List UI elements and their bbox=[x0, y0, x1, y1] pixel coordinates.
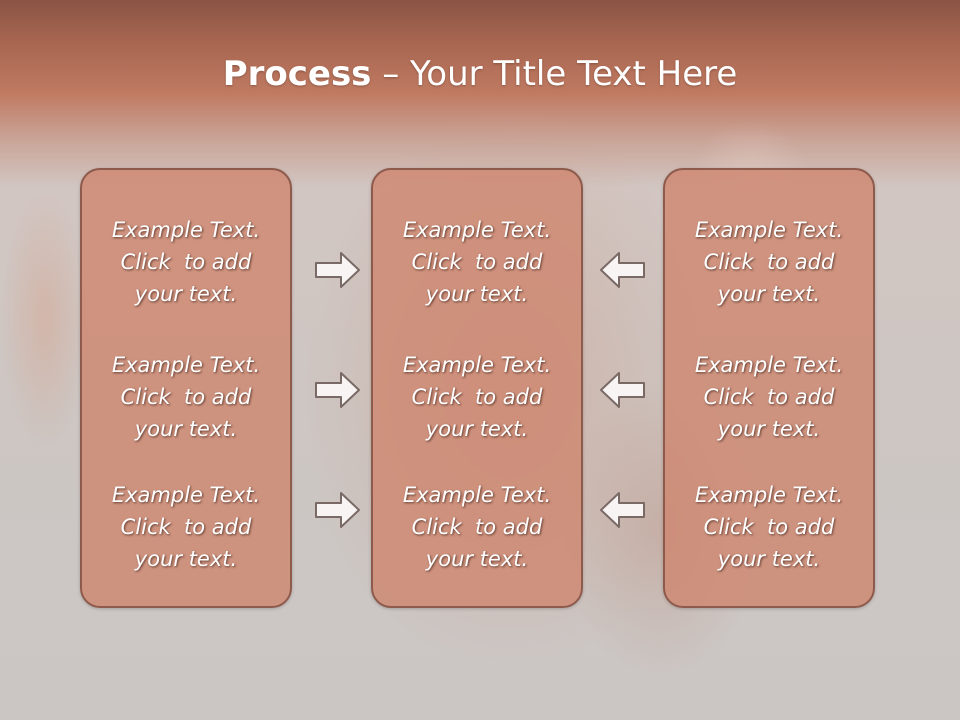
text-line: Example Text. bbox=[694, 483, 844, 507]
text-line: Click to add bbox=[411, 385, 543, 409]
text-line: your text. bbox=[425, 282, 529, 306]
left-arrow-icon[interactable] bbox=[598, 490, 646, 530]
text-placeholder[interactable]: Example Text. Click to add your text. bbox=[373, 479, 581, 575]
slide-title[interactable]: Process – Your Title Text Here bbox=[0, 52, 960, 96]
process-box-right[interactable]: Example Text. Click to add your text. Ex… bbox=[663, 168, 875, 608]
text-placeholder[interactable]: Example Text. Click to add your text. bbox=[665, 349, 873, 445]
text-placeholder[interactable]: Example Text. Click to add your text. bbox=[373, 349, 581, 445]
text-line: your text. bbox=[717, 282, 821, 306]
left-arrow-icon[interactable] bbox=[598, 370, 646, 410]
text-line: Click to add bbox=[120, 515, 252, 539]
text-line: Click to add bbox=[703, 515, 835, 539]
text-line: your text. bbox=[134, 547, 238, 571]
text-placeholder[interactable]: Example Text. Click to add your text. bbox=[82, 214, 290, 310]
text-line: your text. bbox=[717, 417, 821, 441]
text-line: Example Text. bbox=[402, 353, 552, 377]
text-placeholder[interactable]: Example Text. Click to add your text. bbox=[665, 479, 873, 575]
text-line: your text. bbox=[425, 417, 529, 441]
text-line: Example Text. bbox=[111, 483, 261, 507]
text-line: Click to add bbox=[411, 515, 543, 539]
text-line: Example Text. bbox=[111, 353, 261, 377]
process-box-left[interactable]: Example Text. Click to add your text. Ex… bbox=[80, 168, 292, 608]
text-line: Click to add bbox=[120, 385, 252, 409]
left-arrow-icon[interactable] bbox=[598, 250, 646, 290]
text-line: Example Text. bbox=[402, 218, 552, 242]
text-line: your text. bbox=[134, 417, 238, 441]
process-box-center[interactable]: Example Text. Click to add your text. Ex… bbox=[371, 168, 583, 608]
text-line: Click to add bbox=[703, 385, 835, 409]
text-line: your text. bbox=[717, 547, 821, 571]
text-line: Example Text. bbox=[694, 353, 844, 377]
text-line: Example Text. bbox=[402, 483, 552, 507]
text-placeholder[interactable]: Example Text. Click to add your text. bbox=[665, 214, 873, 310]
right-arrow-icon[interactable] bbox=[314, 250, 362, 290]
text-line: your text. bbox=[134, 282, 238, 306]
text-line: Example Text. bbox=[694, 218, 844, 242]
text-line: Example Text. bbox=[111, 218, 261, 242]
right-arrow-icon[interactable] bbox=[314, 370, 362, 410]
text-placeholder[interactable]: Example Text. Click to add your text. bbox=[82, 479, 290, 575]
text-placeholder[interactable]: Example Text. Click to add your text. bbox=[82, 349, 290, 445]
text-line: Click to add bbox=[703, 250, 835, 274]
title-bold-text: Process bbox=[222, 54, 372, 94]
right-arrow-icon[interactable] bbox=[314, 490, 362, 530]
title-rest-text: – Your Title Text Here bbox=[371, 54, 738, 94]
text-line: your text. bbox=[425, 547, 529, 571]
text-line: Click to add bbox=[120, 250, 252, 274]
background-glow-left bbox=[0, 190, 90, 450]
text-placeholder[interactable]: Example Text. Click to add your text. bbox=[373, 214, 581, 310]
text-line: Click to add bbox=[411, 250, 543, 274]
